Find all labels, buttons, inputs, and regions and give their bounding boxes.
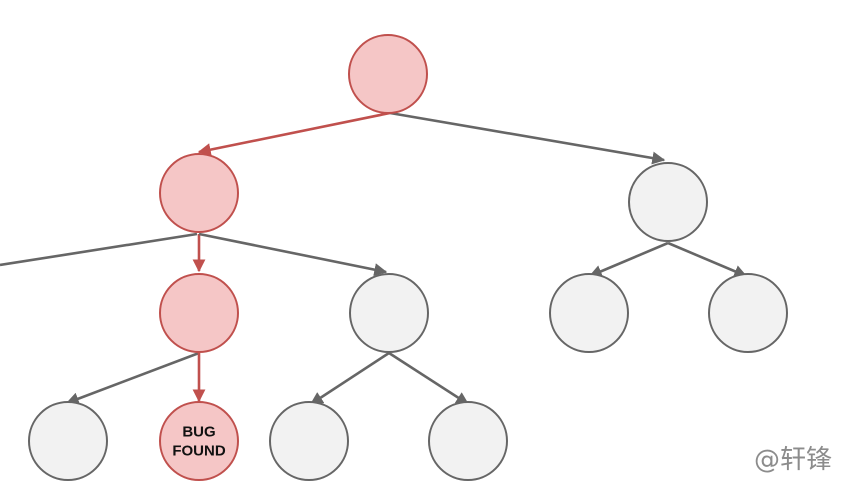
tree-node-l1-right bbox=[628, 162, 708, 242]
tree-node-l2-b bbox=[349, 273, 429, 353]
node-circle bbox=[159, 153, 239, 233]
watermark-text: @轩锋 bbox=[754, 445, 832, 475]
node-circle bbox=[549, 273, 629, 353]
node-circle bbox=[708, 273, 788, 353]
tree-node-l3-bug: BUG FOUND bbox=[159, 401, 239, 481]
nodes-layer: BUG FOUND bbox=[28, 34, 788, 481]
edges-layer bbox=[0, 111, 748, 406]
edge-l1-right-to-l2-d bbox=[667, 241, 748, 278]
edge-l2-b-to-l3-d bbox=[388, 351, 470, 406]
node-circle bbox=[349, 273, 429, 353]
edge-l2-b-to-l3-c bbox=[309, 351, 390, 406]
node-circle bbox=[428, 401, 508, 481]
edge-root-to-l1-right bbox=[389, 111, 666, 165]
node-label-line: FOUND bbox=[172, 443, 225, 460]
node-circle bbox=[159, 273, 239, 353]
node-circle bbox=[269, 401, 349, 481]
edge-l1-right-to-l2-c bbox=[588, 241, 669, 278]
watermark: @轩锋 bbox=[754, 445, 832, 475]
node-circle bbox=[159, 401, 239, 481]
tree-node-l3-a bbox=[28, 401, 108, 481]
tree-node-l3-d bbox=[428, 401, 508, 481]
edge-l1-left-to-l2-b bbox=[198, 232, 388, 277]
node-circle bbox=[28, 401, 108, 481]
tree-node-root bbox=[348, 34, 428, 114]
node-label-line: BUG bbox=[182, 424, 215, 441]
tree-node-l1-left bbox=[159, 153, 239, 233]
tree-node-l2-a bbox=[159, 273, 239, 353]
edge-offscreen-left bbox=[0, 232, 198, 267]
tree-node-l2-d bbox=[708, 273, 788, 353]
tree-node-l3-c bbox=[269, 401, 349, 481]
tree-node-l2-c bbox=[549, 273, 629, 353]
edge-l2-a-to-l3-a bbox=[65, 351, 200, 405]
node-circle bbox=[628, 162, 708, 242]
edge-root-to-l1-left bbox=[197, 111, 391, 157]
node-circle bbox=[348, 34, 428, 114]
